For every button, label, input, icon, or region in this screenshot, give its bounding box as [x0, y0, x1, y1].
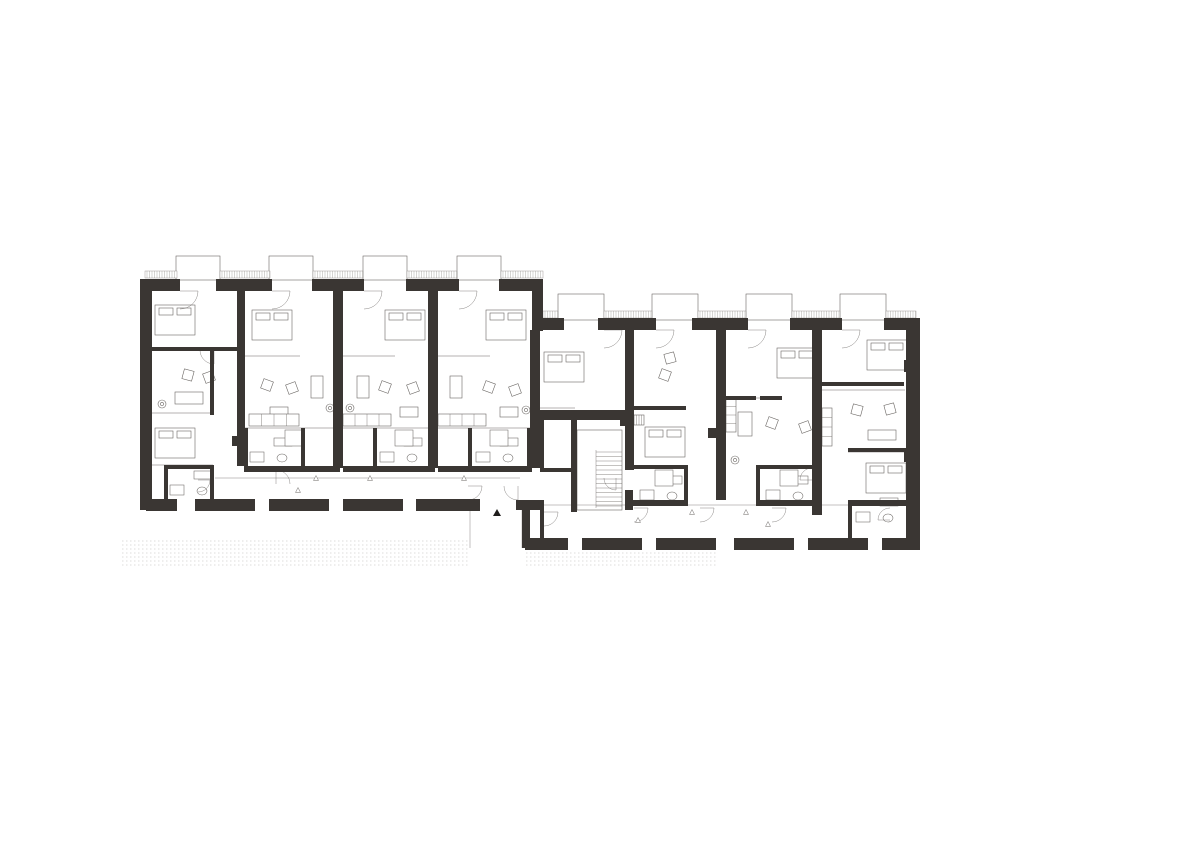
- facade-railing: [406, 270, 458, 279]
- kitchen-counter: [248, 413, 300, 427]
- bed: [776, 347, 818, 379]
- plant: [157, 399, 167, 409]
- facade-railing: [697, 310, 747, 319]
- armchair: [658, 368, 672, 382]
- door-swing: [458, 290, 478, 310]
- door-swing: [747, 329, 767, 349]
- armchair: [378, 380, 392, 394]
- door-swing: [363, 290, 383, 310]
- balcony: [268, 255, 314, 281]
- door-swing: [841, 329, 861, 349]
- plant: [730, 455, 740, 465]
- corridor-marker: [635, 516, 641, 523]
- balcony: [175, 255, 221, 281]
- door-swing: [503, 485, 519, 501]
- door-swing: [197, 479, 211, 493]
- facade-railing: [500, 270, 544, 279]
- staircase: [576, 429, 623, 511]
- corridor-marker: [367, 474, 373, 481]
- table: [867, 429, 897, 441]
- bathroom-unit: [169, 470, 213, 496]
- door-swing: [655, 329, 675, 349]
- door-swing: [179, 290, 199, 310]
- door-swing: [877, 507, 891, 521]
- corridor-marker: [313, 474, 319, 481]
- kitchen-counter: [437, 413, 487, 427]
- table: [499, 406, 519, 418]
- facade-railing: [603, 310, 653, 319]
- facade-railing: [885, 310, 917, 319]
- bed: [644, 426, 686, 458]
- door-swing: [271, 290, 291, 310]
- table: [449, 375, 463, 399]
- facade-railing: [791, 310, 841, 319]
- balcony: [362, 255, 408, 281]
- armchair: [482, 380, 496, 394]
- door-swing: [771, 507, 787, 523]
- ground-hatch-area: [122, 540, 470, 566]
- facade-railing: [219, 270, 271, 279]
- door-swing: [633, 507, 649, 523]
- wall-group: [140, 279, 920, 550]
- armchair: [260, 378, 274, 392]
- corridor-marker: [765, 520, 771, 527]
- door-swing: [543, 511, 559, 527]
- facade-railing: [542, 310, 559, 319]
- armchair: [850, 403, 864, 417]
- armchair: [883, 402, 897, 416]
- door-swing: [467, 485, 483, 501]
- balcony: [839, 293, 887, 321]
- bed: [154, 427, 196, 459]
- ground-hatch-area: [526, 552, 716, 566]
- armchair: [285, 381, 299, 395]
- kitchen-counter: [633, 414, 645, 426]
- armchair: [765, 416, 779, 430]
- balcony: [557, 293, 605, 321]
- balcony: [456, 255, 502, 281]
- table: [356, 375, 370, 399]
- table: [399, 406, 419, 418]
- plant: [345, 403, 355, 413]
- bed: [485, 309, 527, 341]
- balcony-group: [144, 255, 917, 321]
- facade-railing: [144, 270, 178, 279]
- armchair: [181, 368, 195, 382]
- shower-tray: [779, 469, 799, 487]
- shower-tray: [489, 429, 509, 447]
- door-swing: [699, 507, 715, 523]
- corridor-marker: [689, 508, 695, 515]
- table: [737, 411, 753, 437]
- door-swing: [603, 477, 617, 491]
- kitchen-counter: [821, 407, 833, 447]
- bed: [866, 339, 908, 371]
- bed: [543, 351, 585, 383]
- bed: [865, 462, 907, 494]
- armchair: [406, 381, 420, 395]
- bed: [251, 309, 293, 341]
- corridor-marker: [743, 508, 749, 515]
- kitchen-counter: [342, 413, 392, 427]
- corridor-marker: [461, 474, 467, 481]
- balcony: [651, 293, 699, 321]
- plant: [521, 405, 531, 415]
- balcony: [745, 293, 793, 321]
- door-swing: [275, 469, 291, 485]
- table: [174, 391, 204, 405]
- facade-railing: [312, 270, 364, 279]
- shower-tray: [654, 469, 674, 487]
- corridor-marker: [295, 486, 301, 493]
- bed: [154, 304, 196, 336]
- shower-tray: [284, 429, 304, 447]
- plant: [325, 403, 335, 413]
- kitchen-counter: [725, 397, 737, 433]
- armchair: [798, 420, 812, 434]
- shower-tray: [394, 429, 414, 447]
- armchair: [508, 383, 522, 397]
- table: [310, 375, 324, 399]
- door-swing: [603, 329, 623, 349]
- entrance-marker: [493, 509, 501, 516]
- armchair: [663, 351, 677, 365]
- bed: [384, 309, 426, 341]
